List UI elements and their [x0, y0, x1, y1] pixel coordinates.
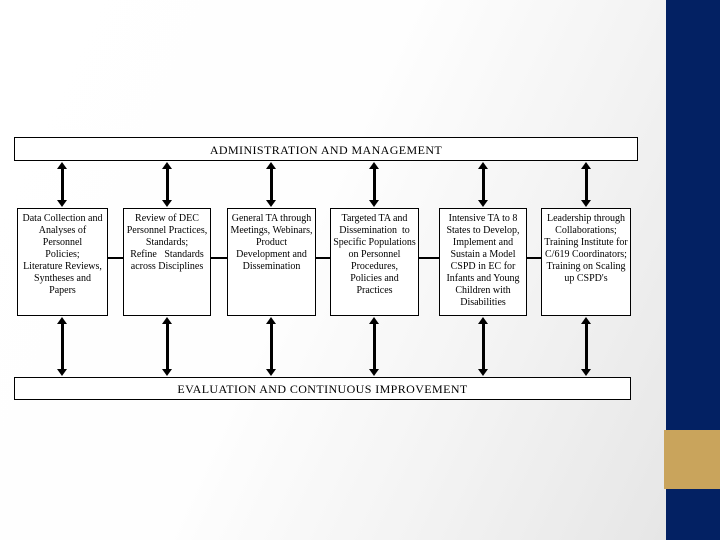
activity-box-leadership: Leadership through Collaborations; Train… — [541, 208, 631, 316]
double-arrow-vertical — [369, 162, 379, 207]
administration-banner-label: ADMINISTRATION AND MANAGEMENT — [209, 143, 443, 157]
double-arrow-vertical — [162, 162, 172, 207]
double-arrow-vertical — [478, 162, 488, 207]
double-arrow-vertical — [581, 317, 591, 376]
activity-box-general-ta: General TA through Meetings, Webinars, P… — [227, 208, 316, 316]
activity-box-targeted-ta: Targeted TA and Dissemination to Specifi… — [330, 208, 419, 316]
box-connector-line — [108, 257, 123, 259]
sidebar-gold-accent — [664, 430, 720, 489]
evaluation-banner: EVALUATION AND CONTINUOUS IMPROVEMENT — [14, 377, 631, 400]
box-connector-line — [316, 257, 330, 259]
box-connector-line — [419, 257, 439, 259]
double-arrow-vertical — [57, 317, 67, 376]
box-connector-line — [211, 257, 227, 259]
double-arrow-vertical — [57, 162, 67, 207]
activity-box-data-collection: Data Collection and Analyses of Personne… — [17, 208, 108, 316]
double-arrow-vertical — [478, 317, 488, 376]
double-arrow-vertical — [162, 317, 172, 376]
double-arrow-vertical — [581, 162, 591, 207]
administration-banner: ADMINISTRATION AND MANAGEMENT — [14, 137, 638, 161]
box-connector-line — [527, 257, 541, 259]
evaluation-banner-label: EVALUATION AND CONTINUOUS IMPROVEMENT — [177, 382, 468, 396]
activity-box-dec-review: Review of DEC Personnel Practices, Stand… — [123, 208, 211, 316]
activity-box-intensive-ta: Intensive TA to 8 States to Develop, Imp… — [439, 208, 527, 316]
double-arrow-vertical — [369, 317, 379, 376]
double-arrow-vertical — [266, 317, 276, 376]
double-arrow-vertical — [266, 162, 276, 207]
